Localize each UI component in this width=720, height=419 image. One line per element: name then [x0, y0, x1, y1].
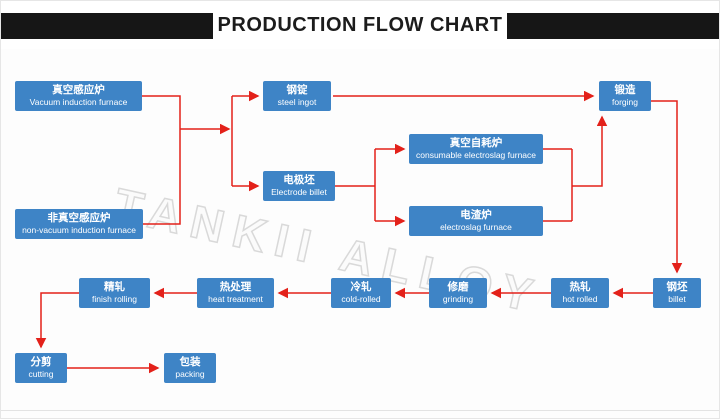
node-label-en: consumable electroslag furnace	[415, 150, 536, 161]
flow-arrow	[143, 129, 181, 225]
node-label-en: non-vacuum induction furnace	[22, 225, 136, 236]
page-title: PRODUCTION FLOW CHART	[217, 14, 503, 36]
node-label-en: electroslag furnace	[440, 222, 512, 233]
node-label-en: grinding	[442, 294, 474, 305]
header: PRODUCTION FLOW CHART	[1, 1, 719, 49]
node-label-en: hot rolled	[562, 294, 598, 305]
node-label-zh: 热处理	[219, 280, 252, 293]
node-label-zh: 包装	[179, 355, 201, 368]
header-bar-right	[507, 13, 719, 39]
node-label-en: Electrode billet	[271, 187, 327, 198]
flow-arrow	[572, 115, 608, 187]
node-label-en: cold-rolled	[341, 294, 381, 305]
node-label-zh: 电渣炉	[460, 208, 492, 221]
bottom-divider	[1, 410, 719, 411]
node-label-en: steel ingot	[277, 97, 317, 108]
node-label-zh: 非真空感应炉	[47, 211, 111, 224]
node-label-en: packing	[175, 369, 205, 380]
header-bar-left	[1, 13, 213, 39]
node-label-zh: 锻造	[614, 83, 636, 96]
node-label-zh: 精轧	[104, 280, 125, 293]
node-label-en: Vacuum induction furnace	[29, 97, 128, 108]
node-label-zh: 真空自耗炉	[449, 136, 503, 149]
node-label-zh: 冷轧	[350, 280, 372, 293]
node-label-en: finish rolling	[92, 294, 137, 305]
node-label-zh: 钢锭	[286, 83, 308, 96]
flow-arrow	[142, 95, 181, 129]
node-label-zh: 钢坯	[666, 280, 688, 293]
node-label-en: heat treatment	[208, 294, 263, 305]
node-label-en: forging	[612, 97, 638, 108]
node-label-zh: 真空感应炉	[52, 83, 105, 96]
node-label-zh: 分剪	[30, 355, 52, 368]
node-label-en: cutting	[28, 369, 54, 380]
flow-arrow	[651, 100, 683, 274]
node-label-zh: 电极坯	[283, 173, 315, 186]
node-label-en: billet	[668, 294, 686, 305]
flow-arrow	[35, 292, 79, 349]
node-label-zh: 修磨	[447, 280, 469, 293]
node-label-zh: 热轧	[569, 280, 591, 293]
